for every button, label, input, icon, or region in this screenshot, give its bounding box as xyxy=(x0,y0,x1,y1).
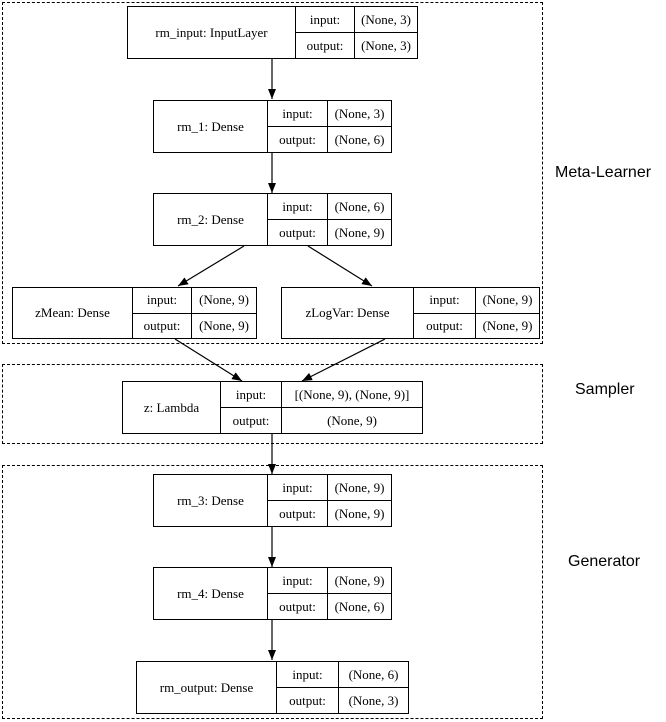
io-key: input: xyxy=(414,288,476,313)
node-name: rm_output: Dense xyxy=(137,662,277,713)
io-key: input: xyxy=(133,288,192,313)
io-value: (None, 6) xyxy=(334,198,385,214)
node-rm-1[interactable]: rm_1: Dense input: (None, 3) output: (None… xyxy=(153,100,392,153)
edge-zlogvar-to-z xyxy=(301,338,386,382)
edge-rm2-to-zlogvar xyxy=(307,245,373,287)
io-value: (None, 3) xyxy=(361,37,411,53)
node-name: zLogVar: Dense xyxy=(282,288,414,338)
io-key: output: xyxy=(268,501,328,526)
edge-zmean-to-z xyxy=(174,338,243,382)
io-key: output: xyxy=(268,127,328,152)
meta-learner-group xyxy=(2,2,543,344)
io-value: (None, 9) xyxy=(334,224,385,240)
io-key: output: xyxy=(268,594,328,619)
io-key: input: xyxy=(268,568,328,593)
node-rm-4[interactable]: rm_4: Dense input: (None, 9) output: (None… xyxy=(153,567,392,620)
node-name: rm_3: Dense xyxy=(154,475,268,526)
node-name: z: Lambda xyxy=(123,382,221,433)
io-key: input: xyxy=(268,475,328,500)
node-rm-output[interactable]: rm_output: Dense input: (None, 6) output:… xyxy=(136,661,409,714)
node-rm-3[interactable]: rm_3: Dense input: (None, 9) output: (None… xyxy=(153,474,392,527)
io-value: (None, 3) xyxy=(334,105,385,121)
node-zmean[interactable]: zMean: Dense input: (None, 9) output: (Non… xyxy=(12,287,257,339)
node-rm-2[interactable]: rm_2: Dense input: (None, 6) output: (None… xyxy=(153,193,392,246)
generator-label: Generator xyxy=(568,553,641,570)
meta-learner-label: Meta-Learner xyxy=(555,164,652,181)
io-value: (None, 9) xyxy=(199,317,249,333)
io-value: (None, 9) xyxy=(334,572,385,588)
node-name: rm_input: InputLayer xyxy=(128,7,296,58)
node-name: rm_1: Dense xyxy=(154,101,268,152)
node-name: zMean: Dense xyxy=(13,288,133,338)
io-key: output: xyxy=(133,313,192,338)
io-value: [(None, 9), (None, 9)] xyxy=(294,386,410,402)
io-key: input: xyxy=(221,382,282,407)
io-value: (None, 3) xyxy=(361,11,411,27)
sampler-label: Sampler xyxy=(575,381,635,398)
io-value: (None, 9) xyxy=(482,317,533,333)
io-key: output: xyxy=(268,220,328,245)
io-value: (None, 6) xyxy=(334,598,385,614)
node-rm-input[interactable]: rm_input: InputLayer input: (None, 3) out… xyxy=(127,6,418,59)
io-value: (None, 9) xyxy=(334,479,385,495)
node-name: rm_2: Dense xyxy=(154,194,268,245)
io-key: output: xyxy=(277,688,339,713)
io-key: output: xyxy=(221,408,282,433)
node-zlogvar[interactable]: zLogVar: Dense input: (None, 9) output: (N… xyxy=(281,287,540,339)
io-value: (None, 9) xyxy=(199,292,249,308)
io-value: (None, 9) xyxy=(482,292,533,308)
io-value: (None, 6) xyxy=(334,131,385,147)
io-key: input: xyxy=(277,662,339,687)
edge-rm2-to-zmean xyxy=(177,245,245,287)
io-key: output: xyxy=(296,33,355,58)
io-value: (None, 9) xyxy=(334,505,385,521)
node-name: rm_4: Dense xyxy=(154,568,268,619)
io-key: output: xyxy=(414,313,476,338)
io-value: (None, 3) xyxy=(348,692,399,708)
io-key: input: xyxy=(268,194,328,219)
io-key: input: xyxy=(268,101,328,126)
io-key: input: xyxy=(296,7,355,32)
io-value: (None, 6) xyxy=(348,666,399,682)
io-value: (None, 9) xyxy=(327,412,377,428)
node-z-lambda[interactable]: z: Lambda input: [(None, 9), (None, 9)] o… xyxy=(122,381,423,434)
